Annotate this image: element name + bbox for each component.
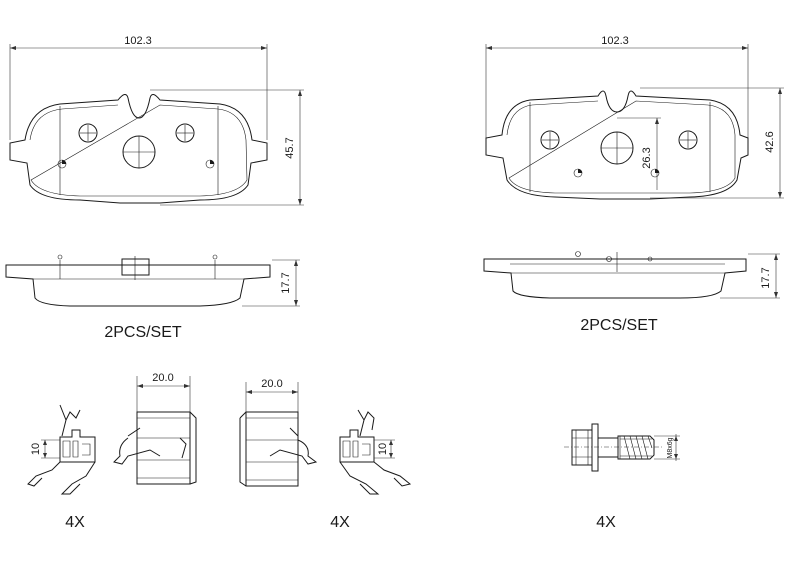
left-clip-side-view: 10: [27, 404, 96, 495]
right-pad-hole-position: 26.3: [641, 147, 653, 168]
left-clip-width: 20.0: [152, 372, 173, 384]
left-pad-thickness: 17.7: [280, 272, 292, 293]
left-pad-quantity: 2PCS/SET: [104, 324, 182, 341]
bolt-quantity: 4X: [596, 514, 616, 531]
right-clip-width: 20.0: [261, 378, 282, 390]
right-clip-height: 10: [377, 443, 389, 455]
right-pad-height: 42.6: [764, 131, 776, 152]
right-pad-front-view: 102.3 42.6 26.3: [485, 35, 784, 200]
left-pad-width: 102.3: [124, 35, 152, 47]
right-pad-quantity: 2PCS/SET: [580, 317, 658, 334]
left-clip-quantity: 4X: [65, 514, 85, 531]
left-pad-height: 45.7: [284, 137, 296, 158]
guide-bolt: M8x6g: [564, 423, 680, 472]
left-clip-front-view: 20.0: [113, 372, 197, 485]
left-pad-side-view: 17.7 2PCS/SET: [5, 254, 300, 341]
right-clip-quantity: 4X: [330, 514, 350, 531]
bolt-thread: M8x6g: [667, 437, 674, 458]
right-pad-width: 102.3: [601, 35, 629, 47]
right-clip-side-view: 10: [339, 409, 412, 495]
right-pad-side-view: 17.7 2PCS/SET: [483, 251, 780, 334]
right-clip-front-view: 20.0: [239, 378, 318, 487]
left-pad-front-view: 102.3 45.7: [9, 35, 304, 206]
right-pad-thickness: 17.7: [760, 267, 772, 288]
left-clip-height: 10: [30, 443, 42, 455]
